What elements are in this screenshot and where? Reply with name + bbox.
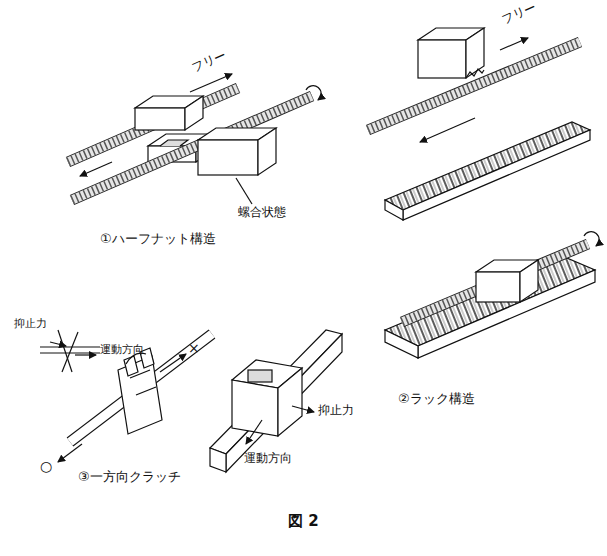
clutch-block — [232, 360, 302, 436]
figure-label: 螺合状態 — [238, 206, 286, 220]
rack-nut — [418, 28, 484, 78]
figure-label: 抑止力 — [318, 404, 354, 418]
screw-rod — [72, 96, 312, 200]
figure-label: フリー — [500, 1, 538, 28]
clutch-rod — [70, 334, 212, 442]
figure-label: 運動方向 — [100, 344, 144, 357]
figure-label: ①ハーフナット構造 — [100, 232, 216, 247]
half-nut-engaged — [198, 128, 276, 175]
clutch-sketch — [40, 330, 100, 372]
figure-label: 抑止力 — [14, 318, 47, 331]
rack-nut — [476, 260, 538, 302]
rack — [385, 122, 590, 220]
figure-label: フリー — [190, 49, 228, 76]
rack — [385, 256, 595, 358]
figure-label: ○ — [40, 458, 52, 474]
square-bar — [210, 330, 342, 472]
figure-label: ③一方向クラッチ — [78, 470, 181, 485]
figure-label: × — [188, 340, 200, 356]
figure-caption: 図 2 — [288, 512, 319, 531]
figure-label: 運動方向 — [244, 452, 292, 466]
leader-line — [236, 178, 252, 204]
screw-rod — [402, 244, 588, 322]
figure-label: ②ラック構造 — [398, 392, 475, 407]
clutch-plates — [118, 348, 162, 434]
